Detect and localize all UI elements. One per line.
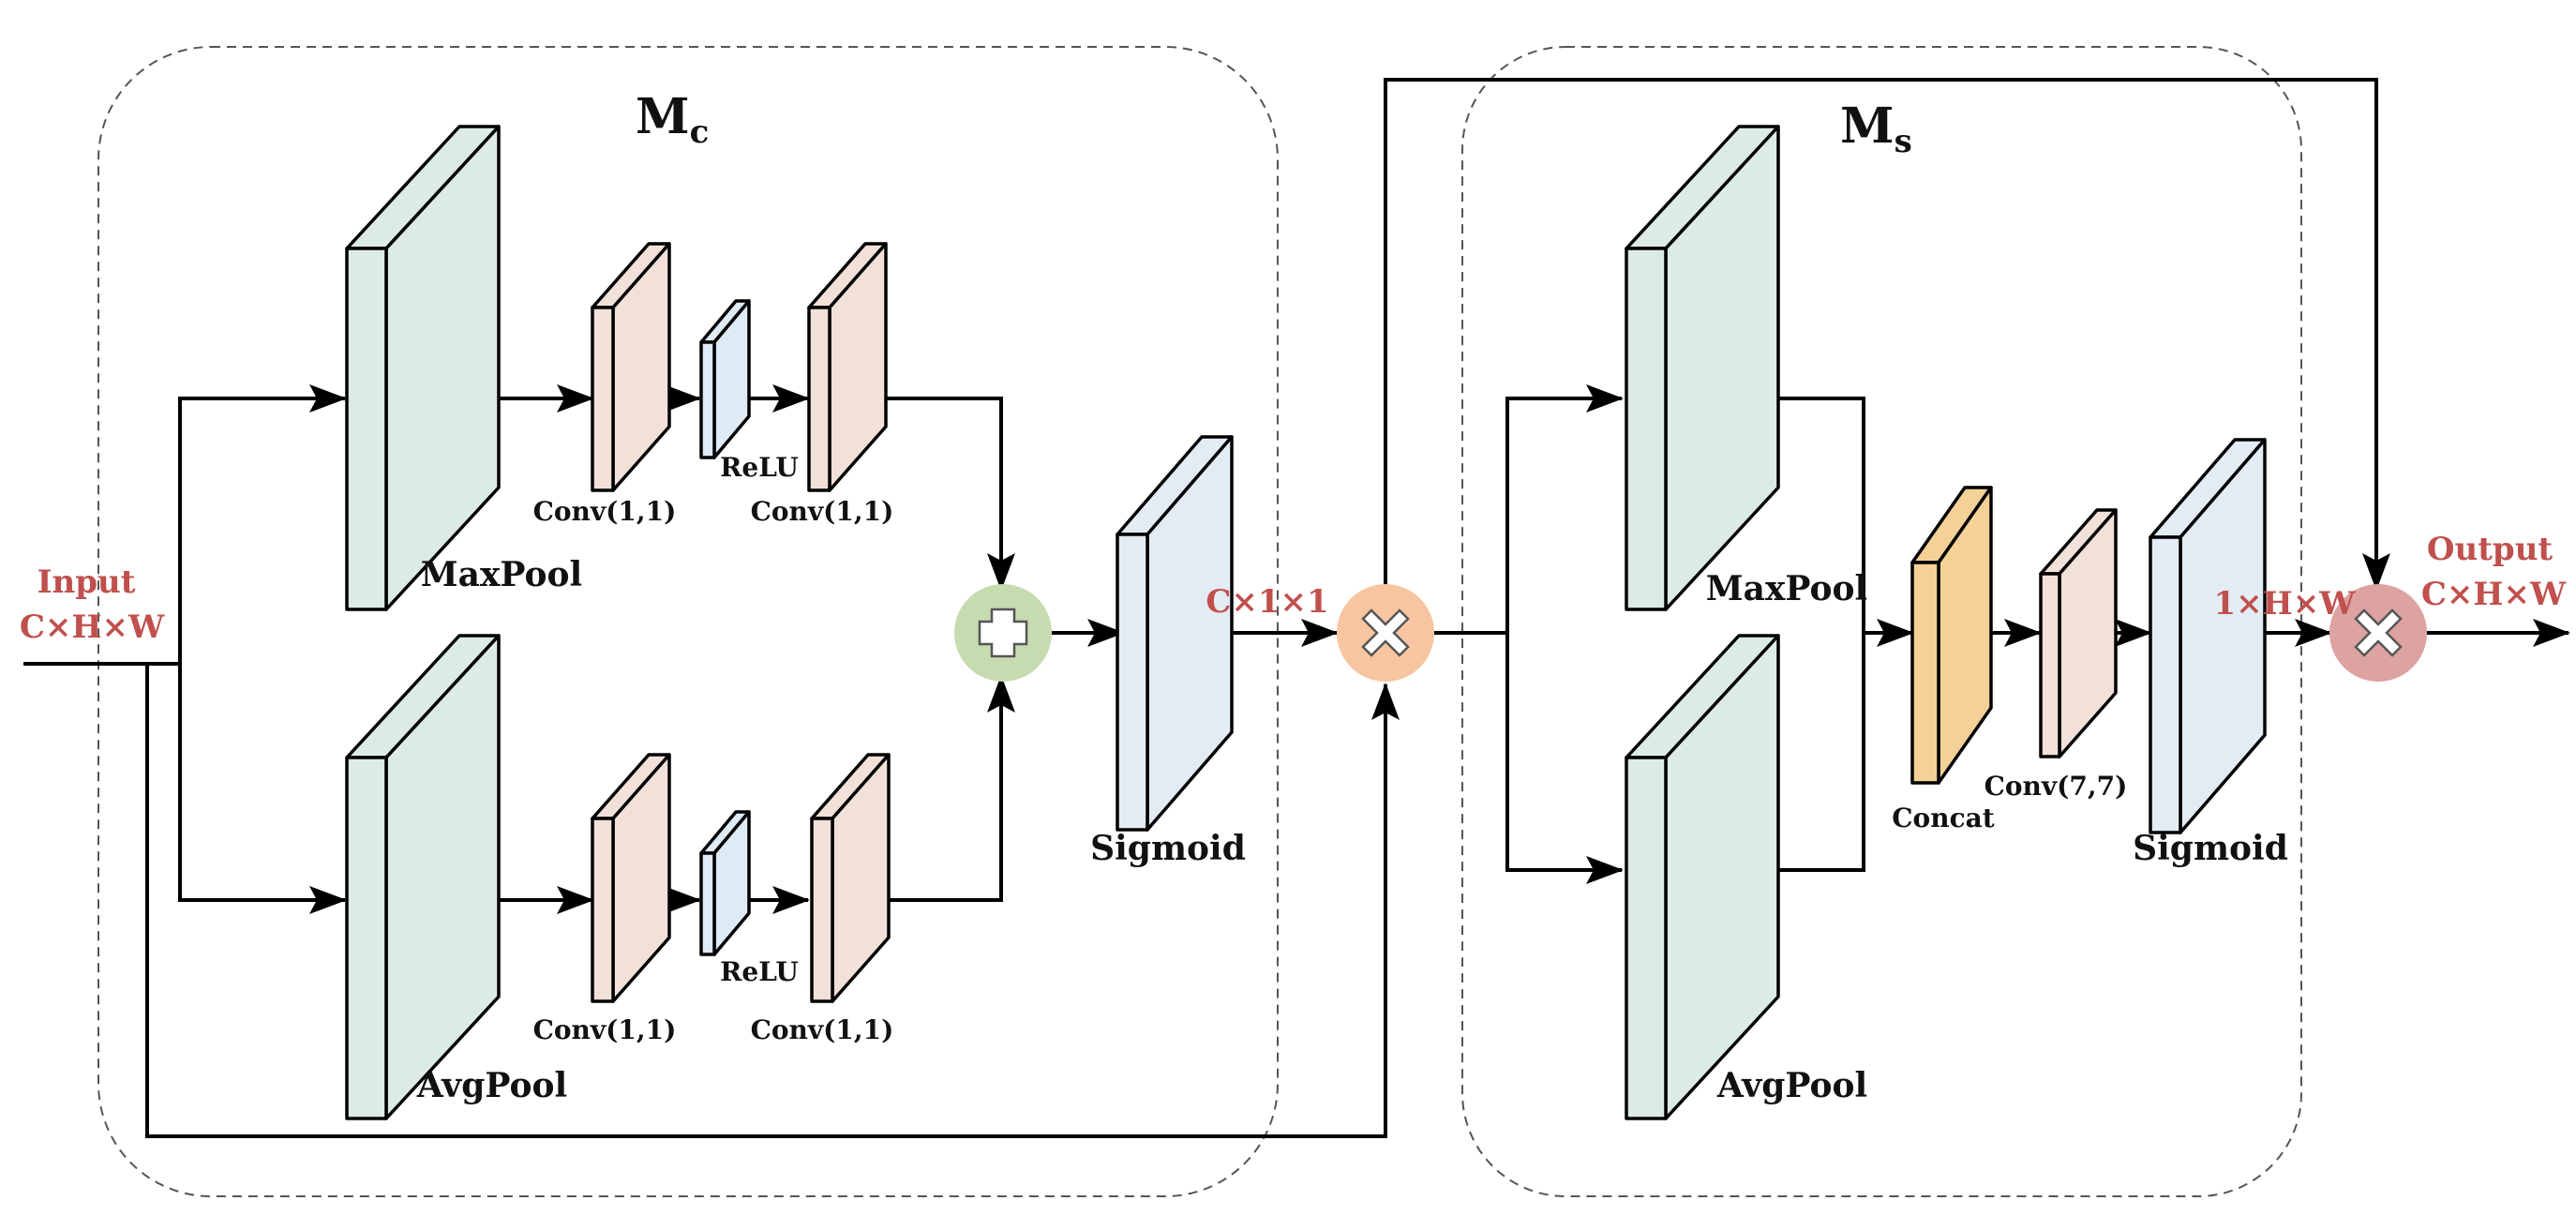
output-label: Output	[2427, 531, 2554, 568]
sigmoid-label-spatial: Sigmoid	[2133, 829, 2288, 868]
input-label: Input	[37, 563, 136, 601]
multiply-node-output	[2329, 584, 2427, 682]
maxpool-label-channel: MaxPool	[421, 555, 582, 594]
spatial-module-title: Ms	[1840, 98, 1912, 160]
relu-block-upper	[699, 299, 751, 459]
output-shape: C×H×W	[2421, 576, 2567, 613]
conv-block-upper-2	[807, 242, 888, 492]
conv-block-upper-1	[591, 242, 671, 492]
avgpool-block-spatial	[1625, 634, 1780, 1120]
maxpool-label-spatial: MaxPool	[1706, 569, 1867, 608]
conv-block-lower-2	[810, 753, 891, 1003]
channel-module-boundary	[97, 46, 1279, 1197]
plus-icon	[978, 608, 1028, 658]
multiply-icon	[2354, 608, 2403, 657]
sigmoid-label-channel: Sigmoid	[1090, 829, 1246, 868]
avgpool-block-channel	[345, 634, 501, 1120]
input-shape: C×H×W	[20, 608, 165, 646]
relu-label-upper: ReLU	[720, 452, 799, 483]
spatial-blocks	[1625, 125, 2267, 1120]
conv7-label: Conv(7,7)	[1984, 771, 2128, 802]
sigmoid-block-spatial	[2149, 438, 2267, 834]
conv-label-upper-1: Conv(1,1)	[533, 496, 677, 527]
concat-label: Concat	[1892, 803, 1995, 833]
channel-attention-shape: C×1×1	[1206, 583, 1328, 621]
relu-block-lower	[699, 810, 751, 956]
conv-label-upper-2: Conv(1,1)	[751, 496, 894, 527]
channel-blocks	[345, 125, 1234, 1120]
conv-label-lower-1: Conv(1,1)	[533, 1014, 677, 1045]
avgpool-label-channel: AvgPool	[416, 1066, 567, 1105]
concat-block	[1910, 486, 1993, 785]
conv7-block	[2039, 508, 2118, 758]
maxpool-block-channel	[345, 125, 501, 611]
conv-label-lower-2: Conv(1,1)	[751, 1014, 894, 1045]
add-node	[954, 584, 1052, 682]
spatial-attention-shape: 1×H×W	[2214, 585, 2357, 623]
channel-module-title: Mc	[636, 88, 709, 151]
maxpool-block-spatial	[1625, 125, 1780, 611]
multiply-icon	[1361, 608, 1410, 657]
relu-label-lower: ReLU	[720, 956, 799, 987]
conv-block-lower-1	[591, 753, 671, 1003]
multiply-node-channel	[1337, 584, 1434, 682]
avgpool-label-spatial: AvgPool	[1716, 1066, 1867, 1105]
sigmoid-block-channel	[1116, 435, 1234, 832]
